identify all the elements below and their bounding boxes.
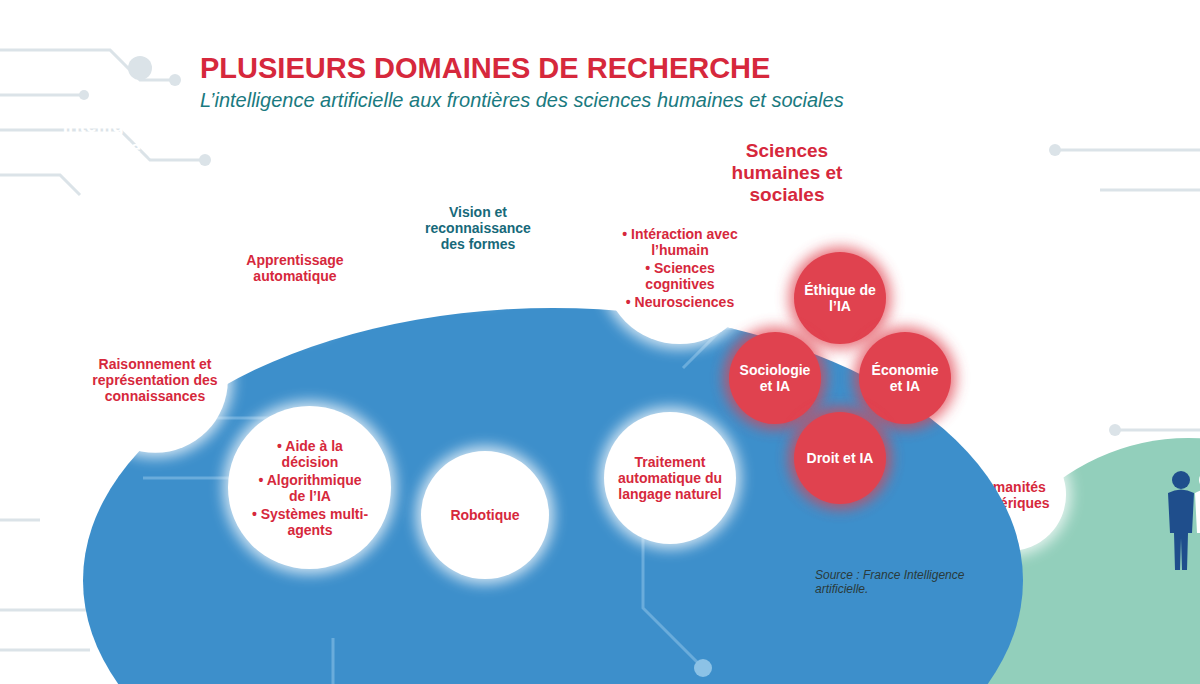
- node-text-box: Intelligence artificielle (IA): [40, 115, 190, 159]
- ellipse-fill: [953, 438, 1200, 684]
- node-label: Raisonnement et représentation des conna…: [91, 356, 219, 404]
- node-label: • Neurosciences: [621, 294, 739, 310]
- node-label: Droit et IA: [802, 450, 878, 466]
- node-text-box: Sociologie et IA: [737, 362, 813, 394]
- circle-glow: [416, 446, 554, 584]
- node-text-box: Éthique de l’IA: [802, 282, 878, 314]
- circuit-traces: [143, 319, 852, 684]
- circle-fill: [794, 252, 886, 344]
- node-label: • Aide à la décision: [251, 438, 369, 470]
- node-label: Sciences humaines et sociales: [725, 140, 849, 206]
- circle-glow: [948, 433, 1071, 556]
- node-label: • Sciences cognitives: [621, 260, 739, 292]
- subtitle: L’intelligence artificielle aux frontièr…: [200, 89, 844, 112]
- node-label: Économie et IA: [867, 362, 943, 394]
- circle-fill: [83, 308, 228, 453]
- shs-ai-circle: Sociologie et IA: [729, 332, 821, 424]
- node-text-box: Raisonnement et représentation des conna…: [91, 356, 219, 404]
- circle-fill: [604, 412, 736, 544]
- node-label: • Algorithmique de l’IA: [251, 472, 369, 504]
- circle-fill: [228, 406, 391, 569]
- circle-fill: [859, 332, 951, 424]
- research-circle: • Intéraction avec l’humain• Sciences co…: [603, 191, 756, 344]
- node-text-box: Robotique: [430, 507, 540, 523]
- research-circle: Robotique: [421, 451, 549, 579]
- research-circle: Vision et reconnaissance des formes: [409, 159, 546, 296]
- node-label: Vision et reconnaissance des formes: [418, 204, 538, 252]
- circle-glow: [598, 186, 761, 349]
- circle-glow: [854, 327, 956, 429]
- circle-fill: [794, 412, 886, 504]
- node-label: Apprentissage automatique: [236, 252, 354, 284]
- node-label: Sociologie et IA: [737, 362, 813, 394]
- circle-glow: [404, 154, 551, 301]
- research-circle: • Aide à la décision• Algorithmique de l…: [228, 406, 391, 569]
- shs-ai-circle: Économie et IA: [859, 332, 951, 424]
- circle-fill: [603, 191, 756, 344]
- node-text-box: Vision et reconnaissance des formes: [418, 204, 538, 252]
- node-label: • Intéraction avec l’humain: [621, 226, 739, 258]
- shs-ai-circle: Éthique de l’IA: [794, 252, 886, 344]
- node-text-box: • Intéraction avec l’humain• Sciences co…: [621, 226, 739, 310]
- circle-fill: [230, 203, 360, 333]
- ellipse-fill: [83, 308, 1023, 684]
- node-text-box: Économie et IA: [867, 362, 943, 394]
- node-text-box: Apprentissage automatique: [236, 252, 354, 284]
- circle-glow: [599, 407, 741, 549]
- source-caption: Source : France Intelligence artificiell…: [815, 568, 965, 597]
- circle-glow: [724, 327, 826, 429]
- circle-glow: [223, 401, 396, 574]
- circle-fill: [409, 159, 546, 296]
- node-text-box: Sciences humaines et sociales: [725, 140, 849, 206]
- shs-ai-circle: Droit et IA: [794, 412, 886, 504]
- circle-fill: [953, 438, 1066, 551]
- circle-glow: [225, 198, 365, 338]
- node-label: Éthique de l’IA: [802, 282, 878, 314]
- node-label: Traitement automatique du langage nature…: [614, 454, 726, 502]
- people-silhouettes: [1168, 471, 1200, 570]
- circle-fill: [421, 451, 549, 579]
- node-text-box: Traitement automatique du langage nature…: [614, 454, 726, 502]
- node-text-box: • Aide à la décision• Algorithmique de l…: [251, 438, 369, 539]
- circle-fill: [729, 332, 821, 424]
- circle-glow: [789, 247, 891, 349]
- circle-glow: [78, 303, 233, 458]
- research-circle: Raisonnement et représentation des conna…: [83, 308, 228, 453]
- node-label: Intelligence artificielle (IA): [40, 115, 190, 159]
- node-label: Robotique: [430, 507, 540, 523]
- node-label: • Systèmes multi-agents: [251, 506, 369, 538]
- research-circle: Traitement automatique du langage nature…: [604, 412, 736, 544]
- circle-glow: [789, 407, 891, 509]
- node-text-box: Droit et IA: [802, 450, 878, 466]
- title: PLUSIEURS DOMAINES DE RECHERCHE: [200, 52, 770, 85]
- research-circle: Apprentissage automatique: [230, 203, 360, 333]
